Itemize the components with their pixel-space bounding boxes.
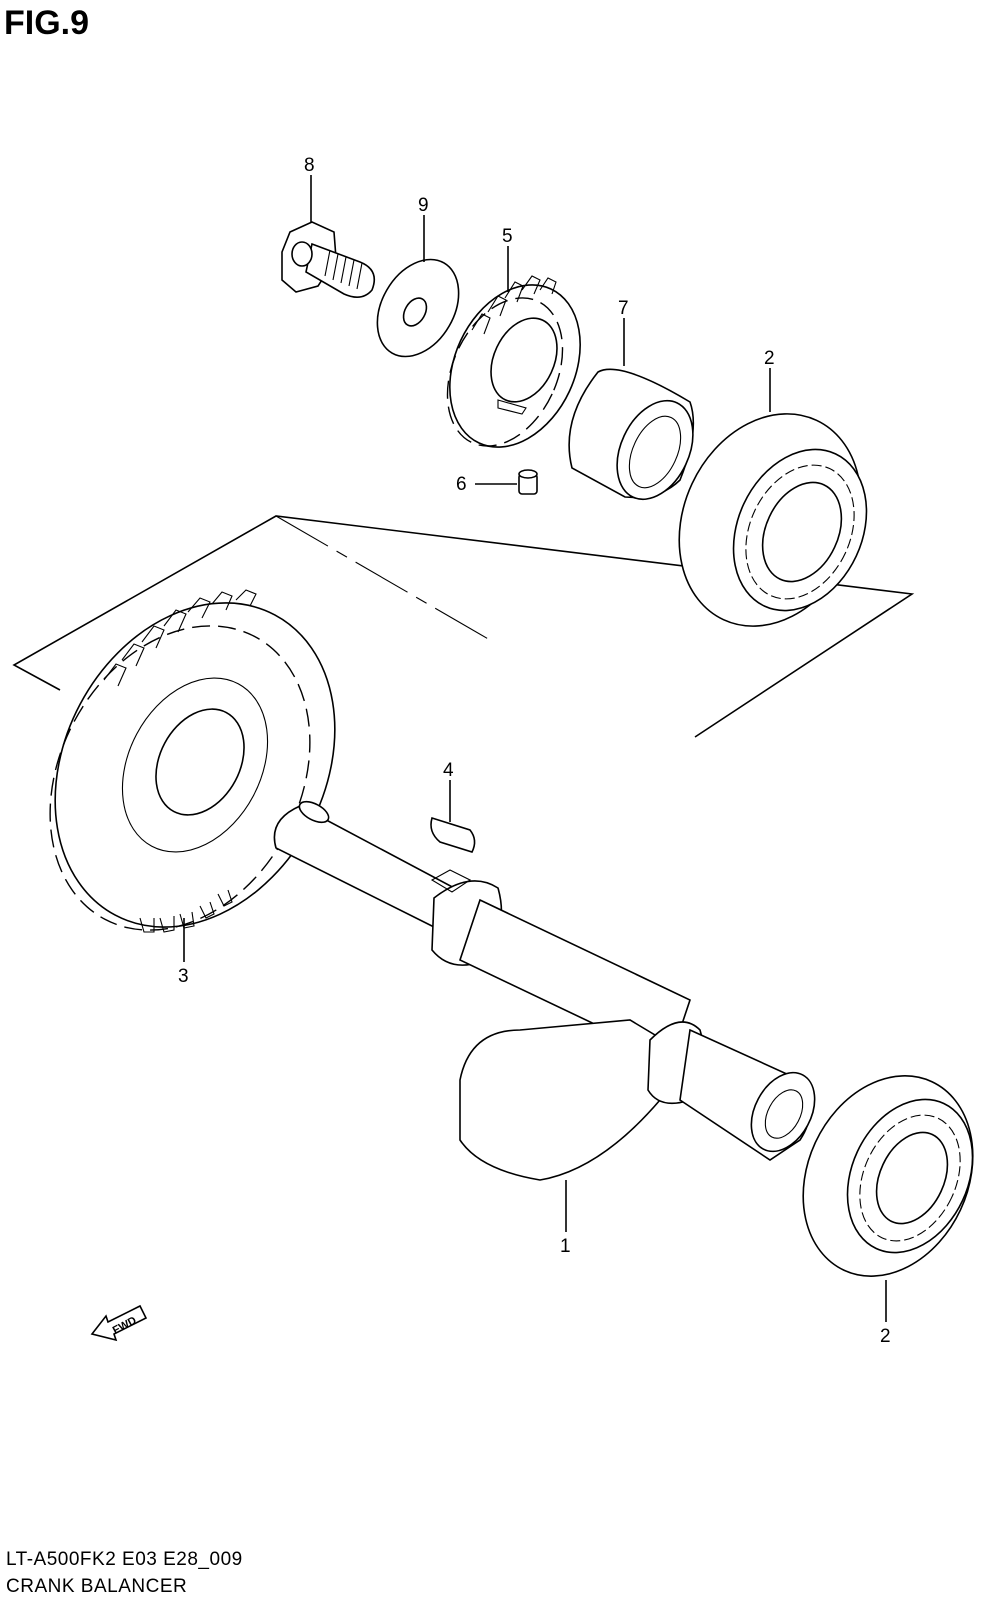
small-gear-part-5 (446, 246, 581, 448)
pin-part-6 (475, 469, 538, 495)
callout-7: 7 (618, 298, 629, 319)
key-part-4 (430, 780, 476, 853)
bearing-part-2-lower (802, 1075, 974, 1322)
large-gear-part-3 (49, 589, 336, 962)
diagram-code: LT-A500FK2 E03 E28_009 (6, 1549, 243, 1570)
sleeve-part-7 (568, 318, 695, 501)
bearing-part-2-upper (678, 368, 868, 627)
diagram-name: CRANK BALANCER (6, 1576, 188, 1597)
crank-balancer-part-1 (273, 800, 816, 1232)
fwd-arrow-icon: FWD (90, 1304, 148, 1342)
assembly-outline (12, 515, 915, 738)
bolt-part-8 (281, 175, 376, 298)
callout-6: 6 (456, 474, 467, 495)
callout-2-lower: 2 (880, 1326, 891, 1347)
callout-1: 1 (560, 1236, 571, 1257)
callout-5: 5 (502, 226, 513, 247)
washer-part-9 (376, 215, 460, 358)
callout-9: 9 (418, 195, 429, 216)
callout-4: 4 (443, 760, 454, 781)
callout-8: 8 (304, 155, 315, 176)
callout-3: 3 (178, 966, 189, 987)
callout-2-upper: 2 (764, 348, 775, 369)
figure-title: FIG.9 (4, 4, 90, 42)
